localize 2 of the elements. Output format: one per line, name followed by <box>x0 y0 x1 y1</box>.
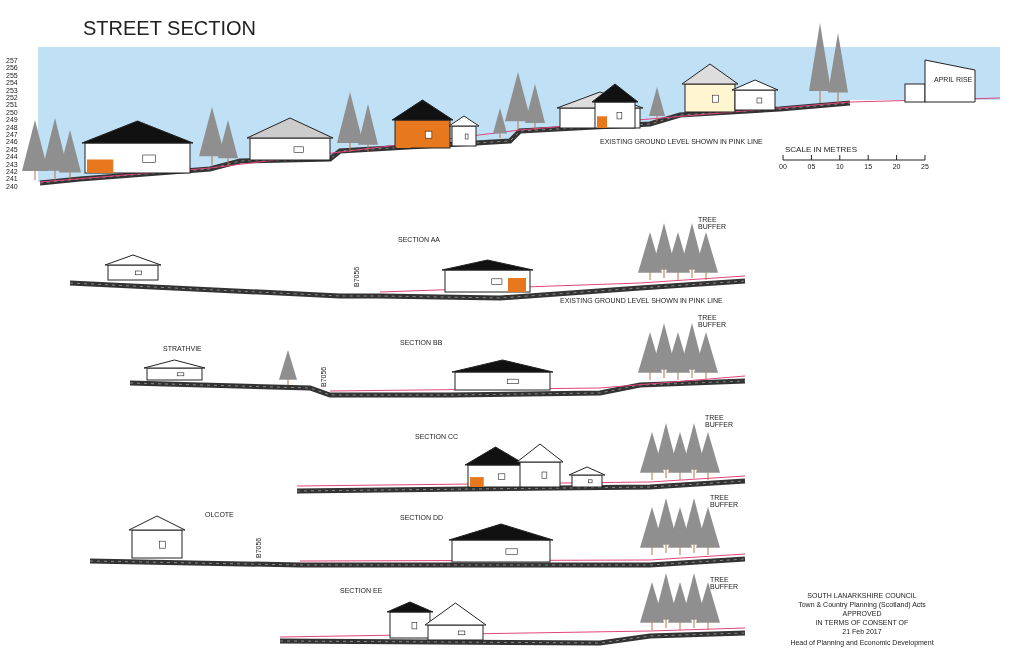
drawing-title: STREET SECTION <box>83 18 256 39</box>
scale-title: SCALE IN METRES <box>785 146 857 155</box>
